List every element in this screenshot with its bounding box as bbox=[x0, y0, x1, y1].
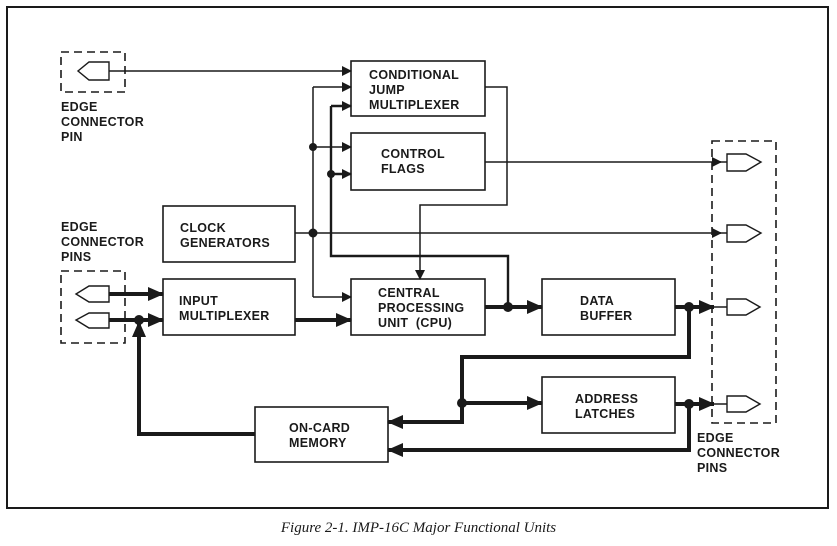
connector-pin-icon bbox=[726, 298, 762, 316]
bus-lines bbox=[109, 287, 715, 457]
bus-line bbox=[387, 307, 691, 429]
block-label-line: MEMORY bbox=[289, 436, 347, 450]
connector-pin-icon bbox=[726, 153, 763, 172]
junction-dot bbox=[308, 228, 318, 238]
block-input-multiplexer: INPUT MULTIPLEXER bbox=[162, 278, 296, 336]
block-on-card-memory: ON-CARD MEMORY bbox=[254, 406, 389, 463]
edge-connector-top-left: EDGE CONNECTOR PIN bbox=[60, 51, 144, 144]
block-data-buffer: DATA BUFFER bbox=[541, 278, 676, 336]
block-label-line: PROCESSING bbox=[378, 301, 464, 315]
connector-pin-icon bbox=[726, 224, 763, 243]
signal-line bbox=[415, 86, 508, 280]
connector-label-line: CONNECTOR bbox=[61, 235, 144, 249]
bus-line bbox=[132, 321, 255, 436]
signal-lines bbox=[109, 66, 727, 405]
junction-dot bbox=[309, 143, 317, 151]
block-label-line: LATCHES bbox=[575, 407, 635, 421]
connector-label-line: CONNECTOR bbox=[697, 446, 780, 460]
block-label-line: MULTIPLEXER bbox=[179, 309, 270, 323]
block-label-line: MULTIPLEXER bbox=[369, 98, 460, 112]
block-label-line: GENERATORS bbox=[180, 236, 270, 250]
junction-dot bbox=[503, 302, 513, 312]
block-address-latches: ADDRESS LATCHES bbox=[541, 376, 676, 434]
junction-dot bbox=[134, 315, 144, 325]
connector-label-line: PINS bbox=[61, 250, 91, 264]
connector-label-line: EDGE bbox=[61, 220, 98, 234]
junction-dot bbox=[684, 302, 694, 312]
block-label-line: CLOCK bbox=[180, 221, 226, 235]
block-label-line: INPUT bbox=[179, 294, 218, 308]
block-label-line: ON-CARD bbox=[289, 421, 350, 435]
figure-frame bbox=[6, 6, 829, 509]
block-label-line: FLAGS bbox=[381, 162, 425, 176]
connector-pin-icon bbox=[74, 312, 110, 329]
figure-caption: Figure 2-1. IMP-16C Major Functional Uni… bbox=[280, 520, 557, 536]
connector-pin-icon bbox=[76, 61, 110, 81]
connector-pin-icon bbox=[726, 395, 762, 413]
junction-dot bbox=[457, 398, 467, 408]
block-label-line: JUMP bbox=[369, 83, 405, 97]
connector-label-line: PINS bbox=[697, 461, 727, 475]
block-label-line: UNIT (CPU) bbox=[378, 316, 452, 330]
junction-dot bbox=[684, 399, 694, 409]
block-label-line: CONTROL bbox=[381, 147, 445, 161]
connector-label-line: CONNECTOR bbox=[61, 115, 144, 129]
signal-line bbox=[329, 106, 510, 307]
block-control-flags: CONTROL FLAGS bbox=[350, 132, 486, 191]
connector-label-line: EDGE bbox=[61, 100, 98, 114]
block-conditional-jump-multiplexer: CONDITIONAL JUMP MULTIPLEXER bbox=[350, 60, 486, 117]
connector-label-line: EDGE bbox=[697, 431, 734, 445]
block-label-line: DATA bbox=[580, 294, 614, 308]
block-clock-generators: CLOCK GENERATORS bbox=[162, 205, 296, 263]
block-label-line: BUFFER bbox=[580, 309, 633, 323]
bus-line bbox=[387, 404, 691, 457]
edge-connector-right: EDGE CONNECTOR PINS bbox=[697, 140, 780, 475]
junction-dot bbox=[327, 170, 335, 178]
connector-label-line: PIN bbox=[61, 130, 83, 144]
connector-pin-icon bbox=[74, 285, 110, 303]
edge-connector-left: EDGE CONNECTOR PINS bbox=[60, 220, 144, 344]
junction-dots bbox=[134, 143, 694, 409]
block-central-processing-unit: CENTRAL PROCESSING UNIT (CPU) bbox=[350, 278, 486, 336]
block-label-line: ADDRESS bbox=[575, 392, 638, 406]
block-label-line: CONDITIONAL bbox=[369, 68, 459, 82]
block-label-line: CENTRAL bbox=[378, 286, 440, 300]
